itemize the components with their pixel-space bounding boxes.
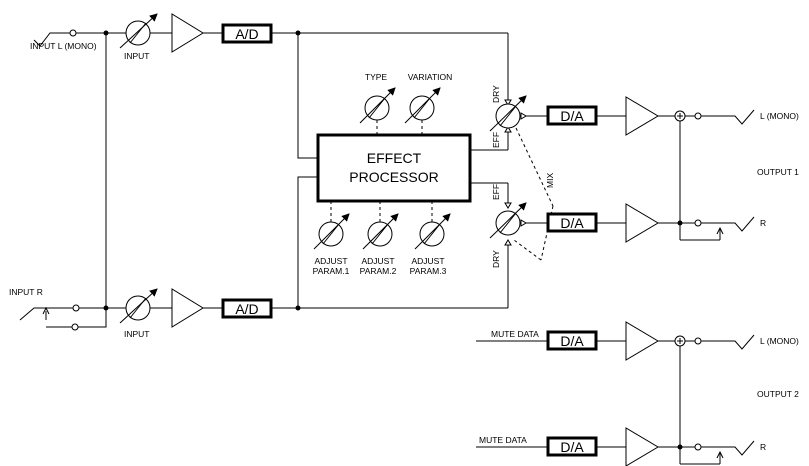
output2-l-da-box [546,330,598,351]
input-l-ad-label: A/D [235,26,258,42]
input-r-ad-box [221,298,273,319]
input-l-knob-label: INPUT [124,51,150,61]
output1-l-chain: D/A L (MONO) [546,96,799,136]
output2-l-mute-label: MUTE DATA [491,329,539,339]
input-r-jack [72,304,80,312]
output2-label: OUTPUT 2 [757,389,799,399]
output1-l-label: L (MONO) [760,111,799,121]
mix2-dry-label: DRY [491,250,501,268]
mix-label: MIX [545,173,555,188]
adjust-param2-word: ADJUST [361,256,394,266]
output2-r-mute-label: MUTE DATA [479,435,527,445]
adjust-param2-label: PARAM.2 [360,266,397,276]
input-l-label: INPUT L (MONO) [30,41,97,51]
adjust-param3-knob[interactable] [414,201,451,250]
output2-r-label: R [760,442,766,452]
effect-processor-line1: EFFECT [367,150,422,166]
adjust-param1-knob[interactable] [313,201,350,250]
input-r-ad-label: A/D [235,301,258,317]
output2-r-chain: MUTE DATA D/A R [476,346,766,466]
output2-l-da-label: D/A [560,333,584,349]
adjust-param1-word: ADJUST [314,256,347,266]
input-l-amp [171,13,204,53]
input-l-knob [119,13,158,49]
effect-processor: EFFECT PROCESSOR [297,33,496,308]
input-r-knob [119,288,158,324]
output1-r-da-label: D/A [560,215,584,231]
type-knob-label: TYPE [365,72,388,82]
type-knob[interactable] [359,87,396,135]
input-r-chain: INPUT R INPUT A/D [9,33,508,339]
mix1-eff-label: EFF [491,132,501,148]
effect-processor-box [316,133,472,203]
output2-l-label: L (MONO) [760,336,799,346]
output2-r-da-box [546,436,598,457]
mix-link [513,127,554,261]
output1-label: OUTPUT 1 [757,167,799,177]
adjust-param2-knob[interactable] [362,201,399,250]
input-l-ad-box [221,23,273,44]
output2-r-amp [625,427,659,466]
adjust-param1-label: PARAM.1 [313,266,350,276]
output1-r-chain: D/A R [546,121,766,243]
effect-processor-line2: PROCESSOR [349,169,438,185]
input-l-chain: INPUT L (MONO) INPUT A/D [30,13,508,61]
output1-l-amp [625,96,659,136]
input-r-label: INPUT R [9,287,43,297]
adjust-param3-label: PARAM.3 [410,266,447,276]
output1-l-da-box [546,105,598,126]
adjust-param3-word: ADJUST [411,256,444,266]
output1-r-label: R [760,218,766,228]
input-r-knob-label: INPUT [124,329,150,339]
mix2-eff-label: EFF [491,184,501,200]
variation-knob-label: VARIATION [408,72,453,82]
output1-r-amp [625,203,659,243]
mix-knob-1[interactable] [489,33,547,151]
input-r-amp [171,288,204,328]
variation-knob[interactable] [404,87,441,135]
mix1-dry-label: DRY [491,85,501,103]
input-l-jack [69,29,77,37]
output2-l-chain: MUTE DATA D/A L (MONO) [476,321,799,361]
output2-r-da-label: D/A [560,439,584,455]
output1-l-da-label: D/A [560,108,584,124]
output2-l-amp [625,321,659,361]
output1-r-da-box [546,212,598,233]
mix-knob-2[interactable] [489,182,547,308]
